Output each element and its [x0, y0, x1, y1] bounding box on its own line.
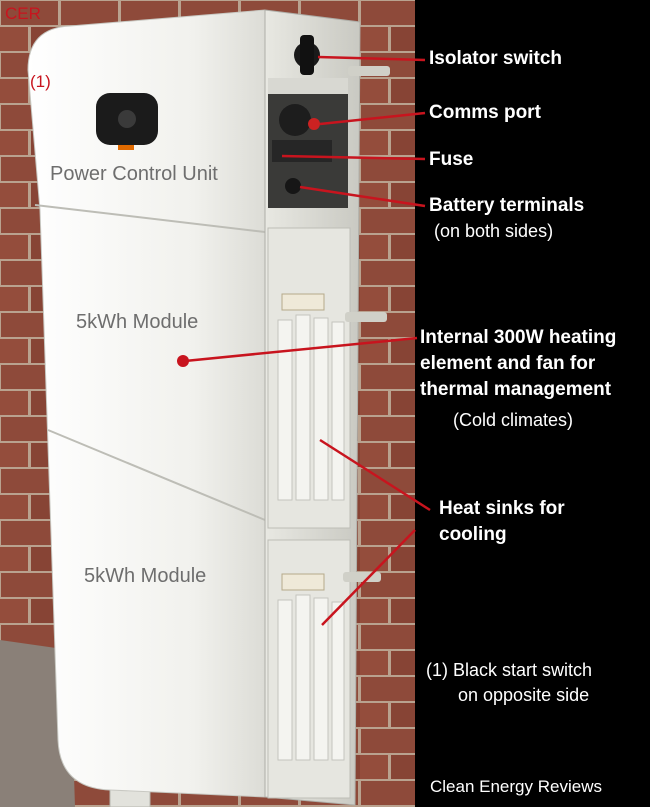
- bracket-mid: [345, 312, 387, 322]
- footnote-line-1: (1) Black start switch: [426, 660, 593, 680]
- warning-label-lower: [281, 573, 325, 591]
- cer-watermark: CER: [5, 4, 41, 23]
- callout-lines: [184, 55, 431, 626]
- isolator-bar: [300, 35, 314, 75]
- fuse-block: [272, 140, 332, 162]
- seam-2: [47, 429, 266, 521]
- module-top-label: 5kWh Module: [76, 311, 199, 333]
- comms-red: [308, 118, 320, 130]
- seam-1: [34, 204, 266, 233]
- heating-line-3: thermal management: [420, 379, 612, 400]
- heating-note: (Cold climates): [453, 410, 574, 430]
- isolator-switch-label: Isolator switch: [429, 48, 563, 69]
- black-panel: [415, 0, 650, 807]
- footnote-line-2: on opposite side: [458, 685, 590, 705]
- module-bottom-label: 5kWh Module: [84, 565, 207, 587]
- battery-body: [27, 9, 266, 798]
- pcu-cover: [268, 78, 348, 94]
- bracket-top: [348, 66, 390, 76]
- heating-marker-dot: [177, 355, 189, 367]
- heating-line-1: Internal 300W heating: [420, 327, 617, 348]
- warning-label-upper: [281, 293, 325, 311]
- fuse-label: Fuse: [429, 149, 474, 170]
- heat-sinks-line-1: Heat sinks for: [439, 498, 565, 519]
- marker-1-label: (1): [30, 72, 51, 91]
- comms-connector: [279, 104, 311, 136]
- heating-line-2: element and fan for: [420, 353, 596, 374]
- battery-terminals-note: (on both sides): [434, 221, 554, 241]
- heat-sinks-lower: [277, 594, 345, 761]
- terminal-plug: [285, 178, 301, 194]
- status-led: [118, 145, 134, 150]
- heat-sinks-upper: [277, 314, 345, 501]
- battery-terminals-label: Battery terminals: [429, 195, 585, 216]
- logo-emblem: [118, 110, 136, 128]
- comms-port-label: Comms port: [429, 102, 541, 123]
- power-control-unit-label: Power Control Unit: [50, 163, 218, 185]
- bracket-low: [343, 572, 381, 582]
- credit-text: Clean Energy Reviews: [430, 777, 602, 796]
- heat-sinks-line-2: cooling: [439, 524, 507, 545]
